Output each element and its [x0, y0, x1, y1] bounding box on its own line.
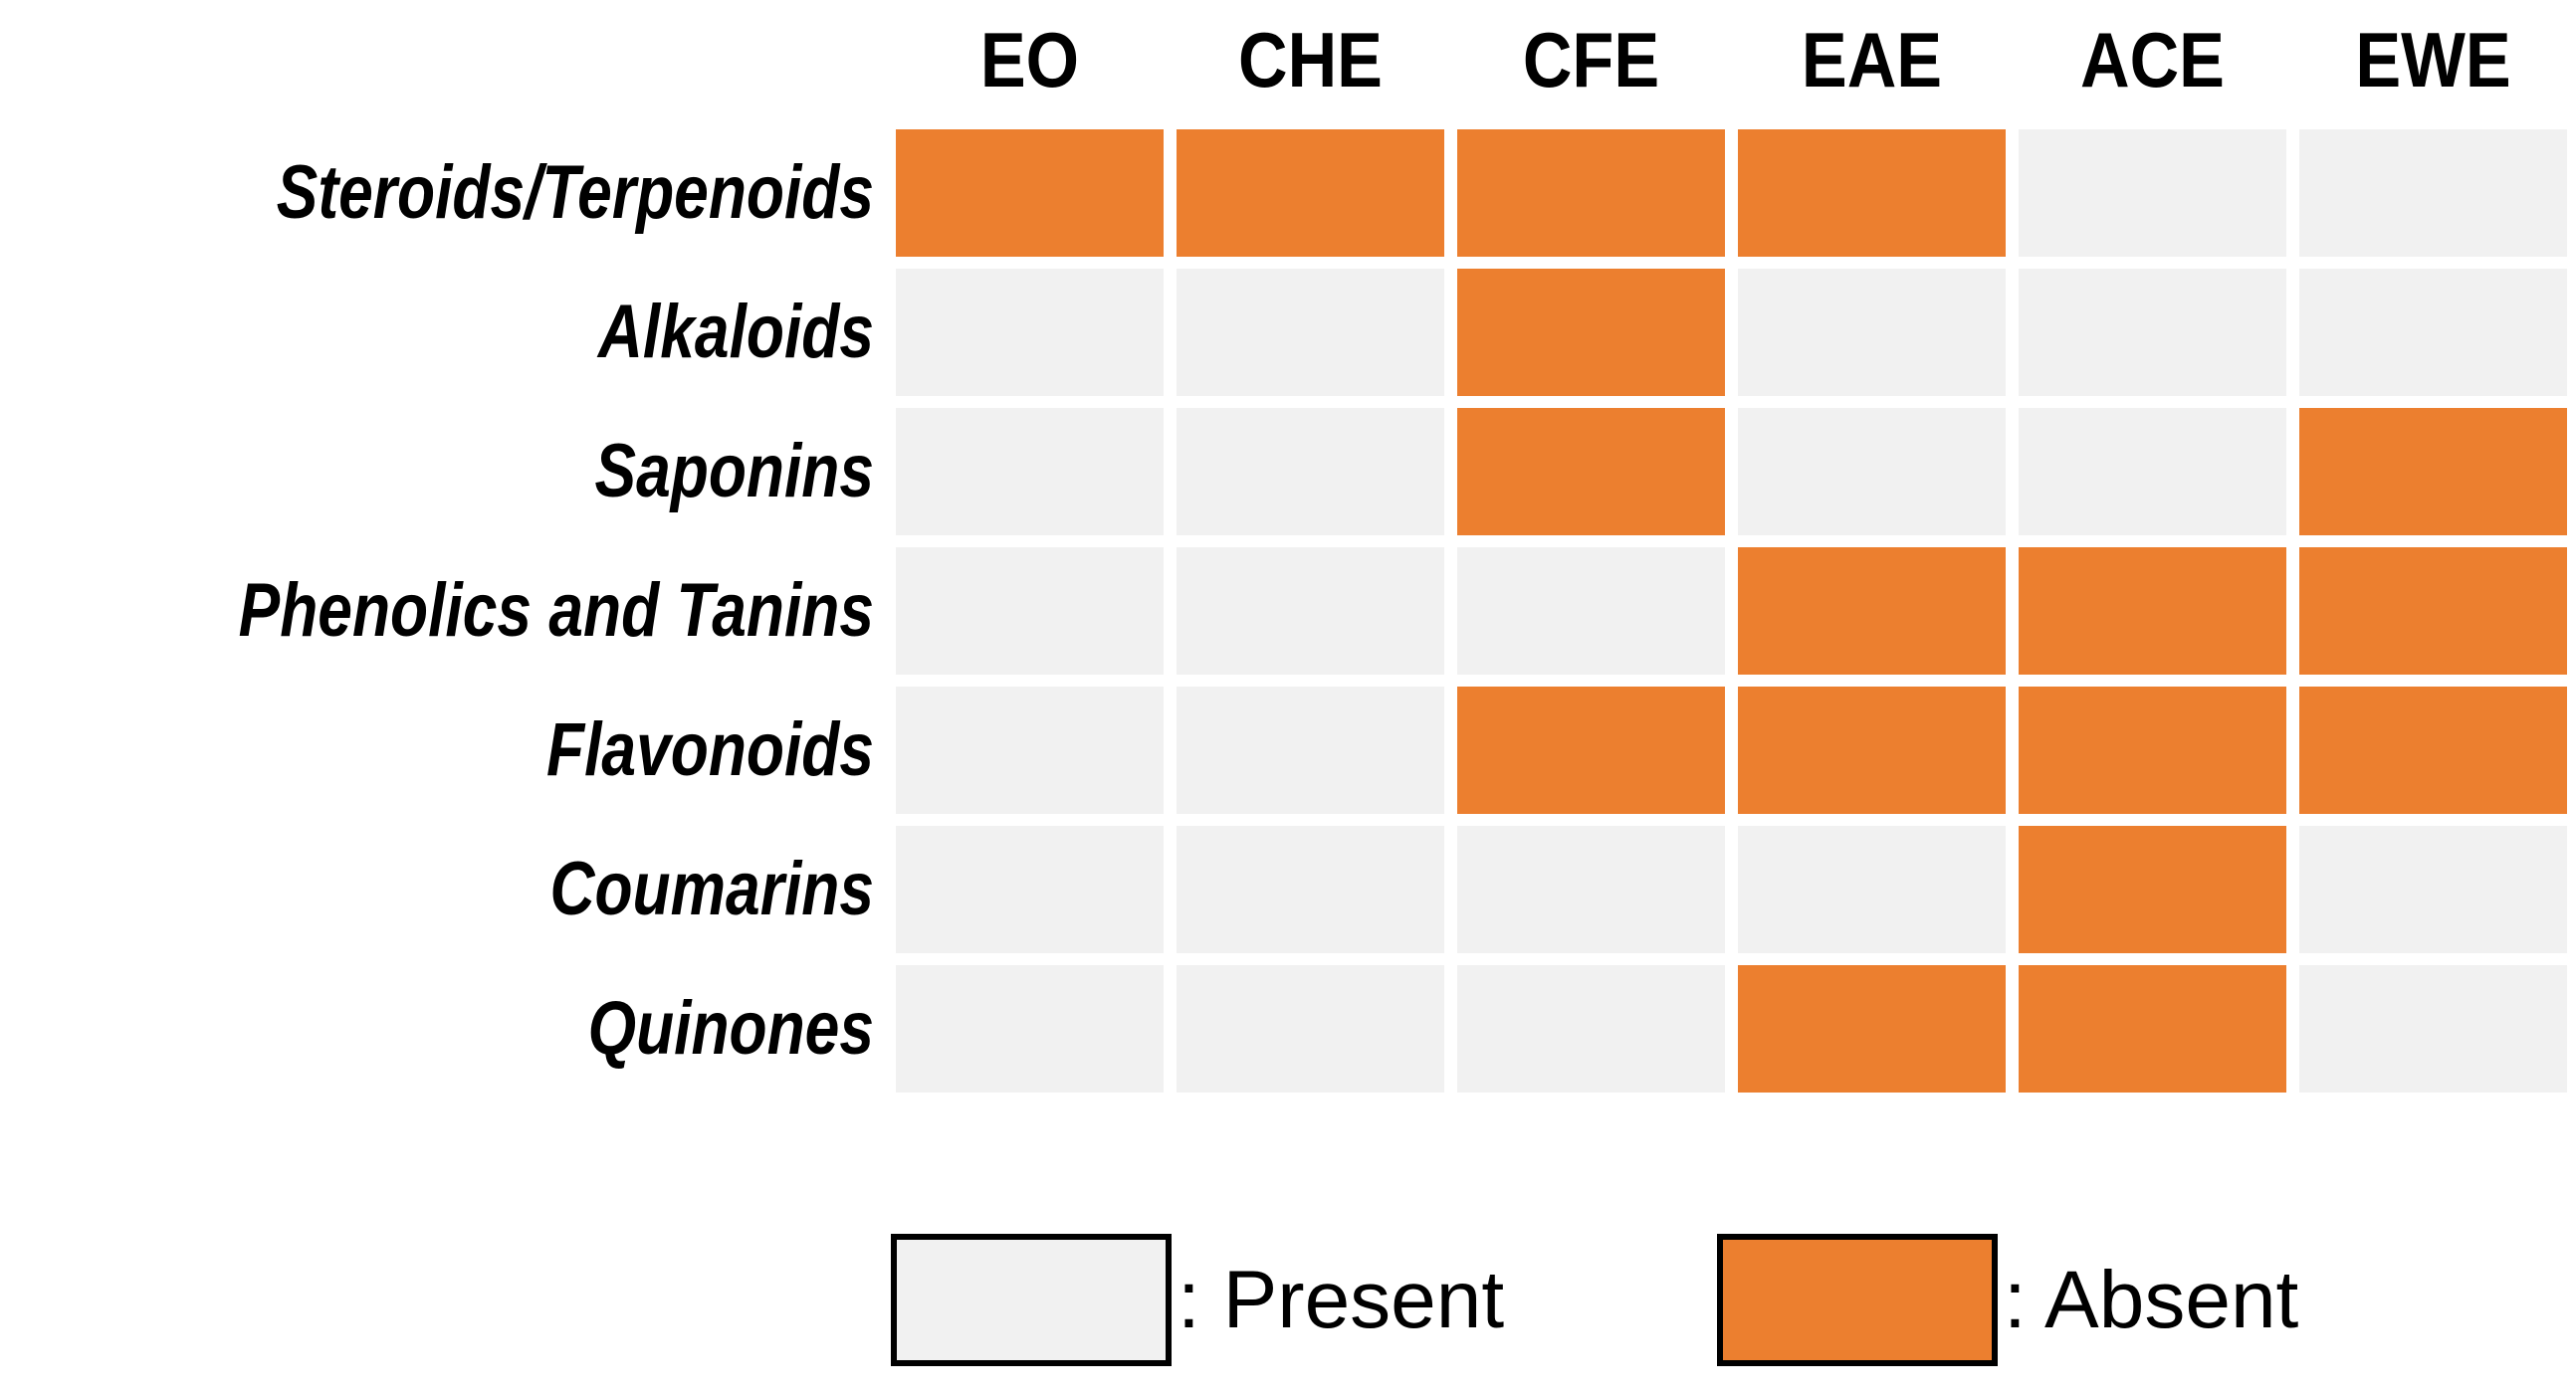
row-label-flavonoids: Flavonoids [546, 707, 874, 792]
heatmap-cell-phenolics-and-tanins-che [1177, 547, 1444, 675]
heatmap-cell-quinones-che [1177, 965, 1444, 1093]
column-header-eae: EAE [1801, 16, 1943, 103]
heatmap-cell-alkaloids-eo [896, 269, 1164, 396]
row-label-coumarins: Coumarins [549, 847, 874, 931]
heatmap-cell-quinones-eae [1738, 965, 2006, 1093]
legend: : Present : Absent [0, 1209, 2576, 1396]
column-header-cfe: CFE [1522, 16, 1660, 103]
heatmap-cell-coumarins-eo [896, 826, 1164, 953]
heatmap-cell-coumarins-che [1177, 826, 1444, 953]
heatmap-cell-steroids-terpenoids-che [1177, 129, 1444, 257]
heatmap-cell-flavonoids-ewe [2299, 687, 2567, 814]
row-label-alkaloids: Alkaloids [597, 290, 874, 374]
heatmap-cell-flavonoids-eae [1738, 687, 2006, 814]
heatmap-cell-alkaloids-ewe [2299, 269, 2567, 396]
heatmap-cell-coumarins-ace [2019, 826, 2286, 953]
heatmap-cell-coumarins-cfe [1457, 826, 1725, 953]
heatmap-cell-flavonoids-eo [896, 687, 1164, 814]
heatmap-cell-coumarins-eae [1738, 826, 2006, 953]
row-label-steroids-terpenoids: Steroids/Terpenoids [276, 150, 874, 235]
row-label-saponins: Saponins [594, 429, 874, 513]
legend-label-present: : Present [1178, 1255, 1505, 1345]
heatmap-cell-alkaloids-cfe [1457, 269, 1725, 396]
heatmap-cell-quinones-eo [896, 965, 1164, 1093]
heatmap-cell-steroids-terpenoids-eae [1738, 129, 2006, 257]
heatmap-cell-saponins-eae [1738, 408, 2006, 535]
heatmap-cell-flavonoids-che [1177, 687, 1444, 814]
row-label-quinones: Quinones [587, 986, 874, 1071]
column-header-ewe: EWE [2355, 16, 2511, 103]
heatmap-cell-quinones-ewe [2299, 965, 2567, 1093]
row-label-phenolics-and-tanins: Phenolics and Tanins [238, 568, 875, 653]
heatmap-cell-alkaloids-che [1177, 269, 1444, 396]
heatmap-cell-steroids-terpenoids-eo [896, 129, 1164, 257]
heatmap-cell-alkaloids-ace [2019, 269, 2286, 396]
heatmap-cell-flavonoids-ace [2019, 687, 2286, 814]
heatmap-cell-saponins-ace [2019, 408, 2286, 535]
heatmap-cell-phenolics-and-tanins-ewe [2299, 547, 2567, 675]
heatmap-cell-flavonoids-cfe [1457, 687, 1725, 814]
legend-swatch-present [891, 1234, 1172, 1366]
heatmap-cell-quinones-ace [2019, 965, 2286, 1093]
heatmap-cell-steroids-terpenoids-ace [2019, 129, 2286, 257]
column-header-ace: ACE [2080, 16, 2225, 103]
column-header-eo: EO [979, 16, 1080, 103]
heatmap-cell-steroids-terpenoids-cfe [1457, 129, 1725, 257]
heatmap-cell-saponins-che [1177, 408, 1444, 535]
column-header-che: CHE [1238, 16, 1383, 103]
heatmap-cell-phenolics-and-tanins-eo [896, 547, 1164, 675]
heatmap-cell-phenolics-and-tanins-ace [2019, 547, 2286, 675]
heatmap-cell-saponins-cfe [1457, 408, 1725, 535]
legend-label-absent: : Absent [2004, 1255, 2299, 1345]
legend-swatch-absent [1717, 1234, 1998, 1366]
heatmap-cell-coumarins-ewe [2299, 826, 2567, 953]
heatmap-cell-quinones-cfe [1457, 965, 1725, 1093]
heatmap-cell-phenolics-and-tanins-eae [1738, 547, 2006, 675]
heatmap-cell-phenolics-and-tanins-cfe [1457, 547, 1725, 675]
heatmap-cell-alkaloids-eae [1738, 269, 2006, 396]
heatmap-cell-steroids-terpenoids-ewe [2299, 129, 2567, 257]
heatmap-cell-saponins-ewe [2299, 408, 2567, 535]
heatmap-cell-saponins-eo [896, 408, 1164, 535]
